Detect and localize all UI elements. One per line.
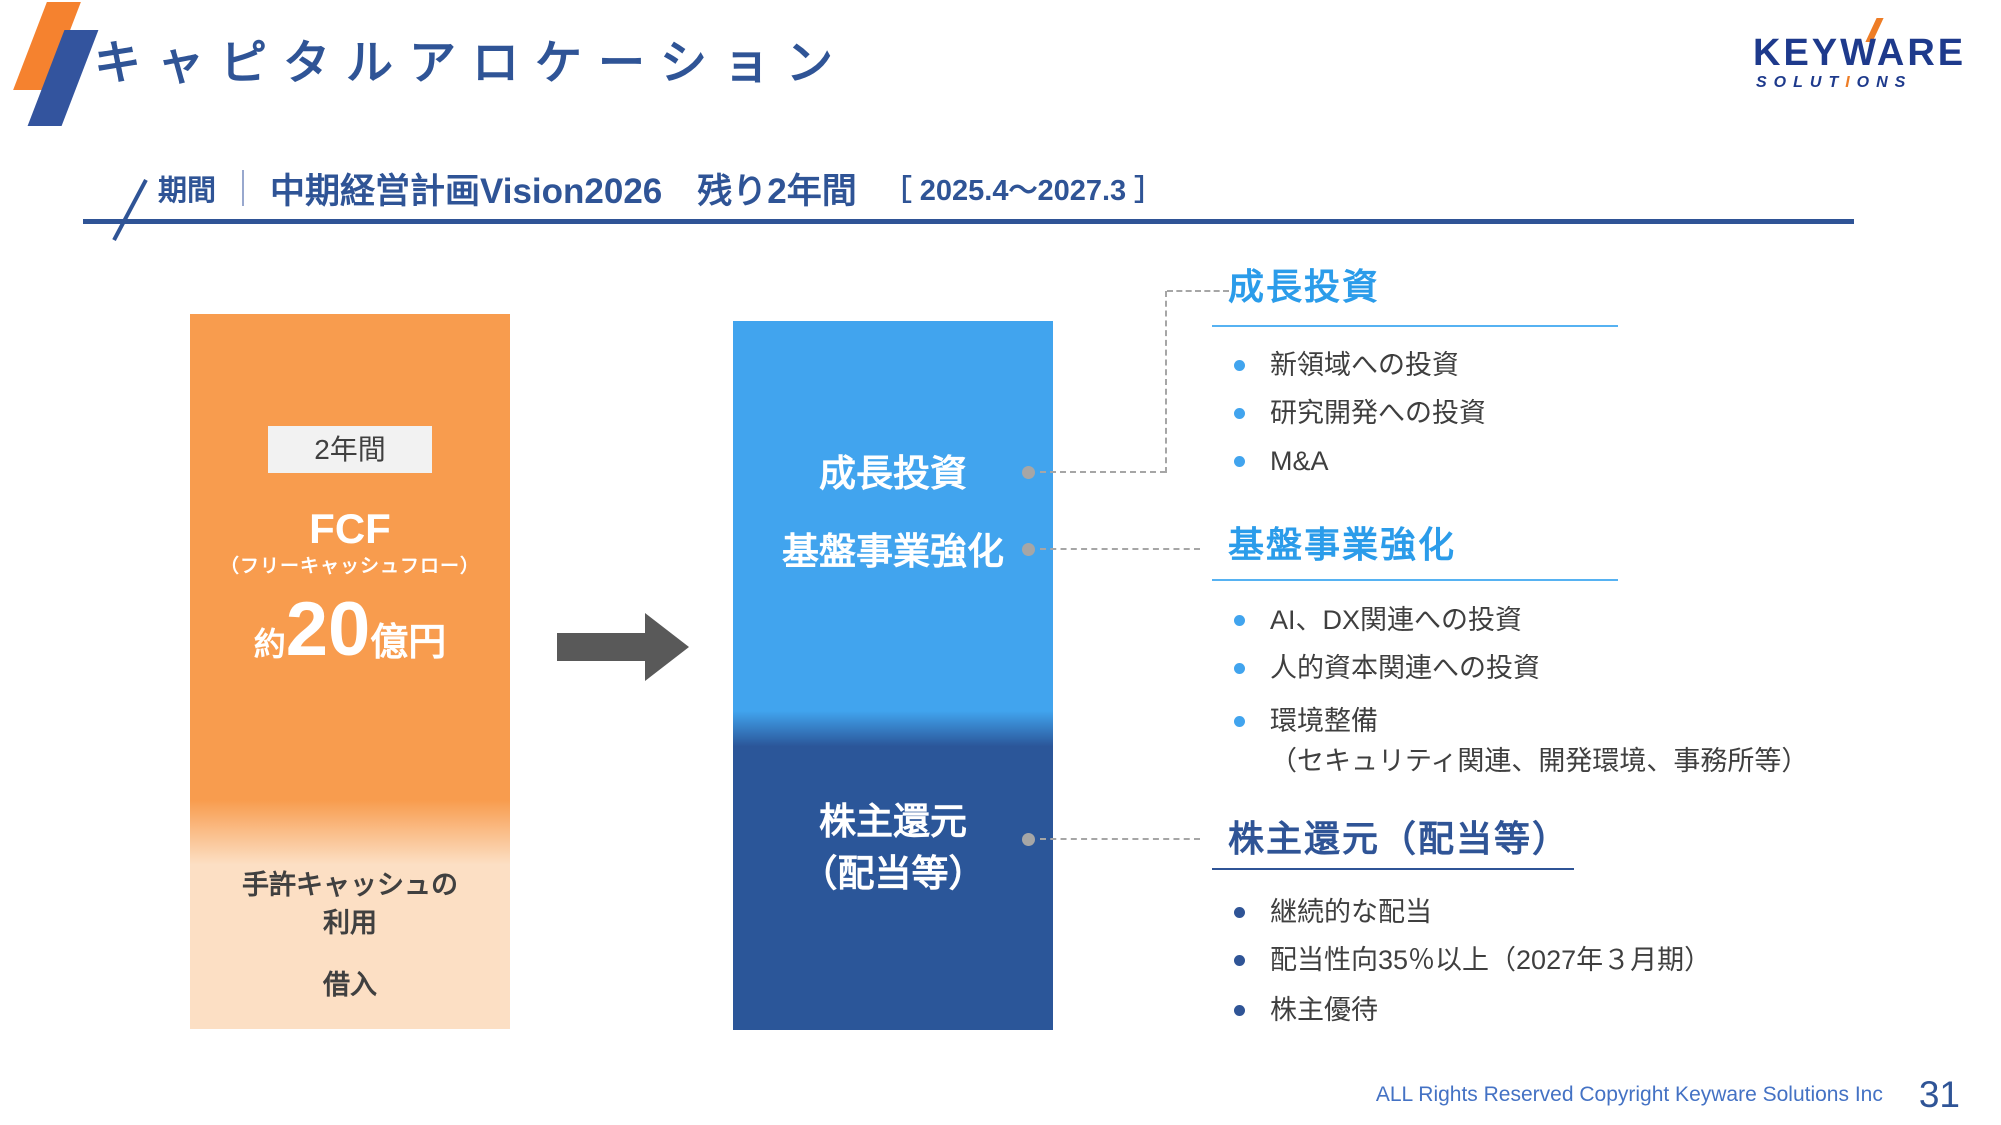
connector-line bbox=[1167, 290, 1229, 292]
bullet-text: 環境整備 （セキュリティ関連、開発環境、事務所等） bbox=[1270, 706, 1809, 776]
bar-label-base: 基盤事業強化 bbox=[782, 531, 1004, 572]
bullet-icon bbox=[1234, 456, 1245, 467]
connector-dot-return bbox=[1022, 833, 1035, 846]
connector-dot-growth bbox=[1022, 466, 1035, 479]
period-label: 期間 bbox=[158, 175, 217, 207]
bullet-icon bbox=[1234, 615, 1245, 626]
list-item: 環境整備 （セキュリティ関連、開発環境、事務所等） bbox=[1234, 701, 1808, 781]
bullet-text: AI、DX関連への投資 bbox=[1270, 605, 1523, 635]
section-heading-base: 基盤事業強化 bbox=[1228, 524, 1457, 565]
brand-sub-accent: I bbox=[1845, 74, 1857, 91]
fcf-amount-value: 20 bbox=[285, 587, 371, 672]
period-slash-icon bbox=[112, 179, 148, 241]
bullet-text: 人的資本関連への投資 bbox=[1270, 653, 1540, 683]
brand-logo-subtitle: SOLUTIONS bbox=[1756, 74, 1912, 92]
bullet-icon bbox=[1234, 408, 1245, 419]
section-rule bbox=[1212, 868, 1574, 870]
connector-line bbox=[1040, 838, 1200, 840]
bullet-text: 株主優待 bbox=[1270, 995, 1378, 1025]
section-heading-growth: 成長投資 bbox=[1228, 266, 1381, 307]
fcf-amount-unit: 億円 bbox=[370, 622, 447, 664]
list-item: 継続的な配当 bbox=[1234, 895, 1432, 929]
section-heading-return: 株主還元（配当等） bbox=[1228, 818, 1571, 859]
fcf-amount-prefix: 約 bbox=[253, 626, 286, 662]
fcf-amount: 約 20 億円 bbox=[190, 590, 510, 670]
connector-line bbox=[1040, 471, 1166, 473]
connector-dot-base bbox=[1022, 543, 1035, 556]
bullet-text: M&A bbox=[1270, 446, 1329, 476]
fcf-source-box: 2年間 FCF （フリーキャッシュフロー） 約 20 億円 手許キャッシュの 利… bbox=[190, 314, 510, 1029]
period-divider bbox=[242, 170, 245, 206]
period-title: 中期経営計画Vision2026 残り2年間 bbox=[270, 171, 857, 211]
transfer-arrow-icon bbox=[557, 633, 647, 661]
fcf-name: FCF bbox=[309, 505, 391, 552]
allocation-bar: 成長投資 基盤事業強化 株主還元 （配当等） bbox=[733, 321, 1053, 1030]
list-item: 株主優待 bbox=[1234, 993, 1378, 1027]
connector-line bbox=[1040, 548, 1200, 550]
list-item: 新領域への投資 bbox=[1234, 348, 1459, 382]
fcf-bottom-primary: 手許キャッシュの 利用 bbox=[242, 870, 458, 938]
transfer-arrow-head-icon bbox=[645, 613, 689, 681]
list-item: 配当性向35％以上（2027年３月期） bbox=[1234, 943, 1711, 977]
bar-label-growth: 成長投資 bbox=[819, 453, 967, 494]
bullet-text: 配当性向35％以上（2027年３月期） bbox=[1270, 945, 1712, 975]
footer: ALL Rights Reserved Copyright Keyware So… bbox=[1376, 1068, 1960, 1122]
connector-line bbox=[1165, 291, 1167, 473]
page-title: キャピタルアロケーション bbox=[94, 36, 850, 89]
period-range: ［ 2025.4～2027.3 ］ bbox=[882, 175, 1164, 207]
period-header: 期間 中期経営計画Vision2026 残り2年間 ［ 2025.4～2027.… bbox=[158, 158, 1163, 218]
bullet-text: 研究開発への投資 bbox=[1270, 398, 1486, 428]
bullet-icon bbox=[1234, 955, 1245, 966]
bar-label-return: 株主還元 （配当等） bbox=[800, 801, 986, 894]
fcf-bottom-secondary: 借入 bbox=[323, 970, 377, 1000]
period-rule bbox=[83, 219, 1854, 224]
copyright-text: ALL Rights Reserved Copyright Keyware So… bbox=[1375, 1083, 1883, 1106]
bullet-icon bbox=[1234, 907, 1245, 918]
brand-logo: KEYWARE bbox=[1753, 32, 1967, 74]
bullet-icon bbox=[1234, 360, 1245, 371]
fcf-duration-tag: 2年間 bbox=[268, 426, 432, 473]
brand-sub-suffix: ONS bbox=[1856, 74, 1913, 91]
bullet-icon bbox=[1234, 716, 1245, 727]
brand-sub-prefix: SOLUT bbox=[1756, 74, 1846, 91]
list-item: M&A bbox=[1234, 444, 1329, 478]
list-item: 研究開発への投資 bbox=[1234, 396, 1486, 430]
page-number: 31 bbox=[1918, 1074, 1960, 1115]
bullet-icon bbox=[1234, 663, 1245, 674]
section-rule bbox=[1212, 325, 1618, 327]
list-item: 人的資本関連への投資 bbox=[1234, 651, 1540, 685]
bullet-text: 新領域への投資 bbox=[1270, 350, 1459, 380]
section-rule bbox=[1212, 579, 1618, 581]
fcf-name-sub: （フリーキャッシュフロー） bbox=[219, 556, 480, 577]
bullet-icon bbox=[1234, 1005, 1245, 1016]
list-item: AI、DX関連への投資 bbox=[1234, 603, 1522, 637]
bullet-text: 継続的な配当 bbox=[1270, 897, 1432, 927]
